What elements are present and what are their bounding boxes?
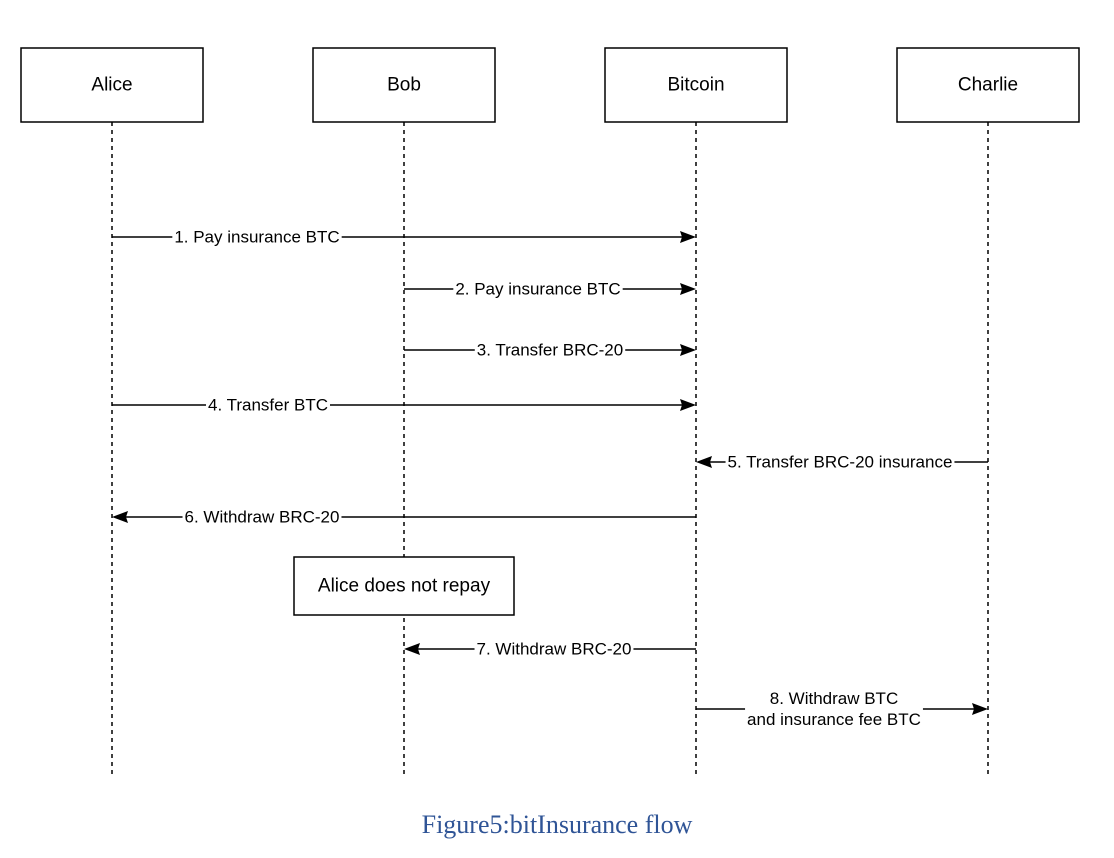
- arrowhead-icon: [404, 643, 420, 655]
- arrowhead-icon: [680, 231, 696, 243]
- lifelines: [111, 122, 989, 775]
- message-label-background: [206, 393, 330, 417]
- message-label-background: [474, 338, 626, 362]
- note-label: Alice does not repay: [318, 576, 491, 597]
- message-8: 8. Withdraw BTC and insurance fee BTC: [696, 687, 988, 731]
- message-label: 6. Withdraw BRC-20: [185, 508, 340, 527]
- arrowhead-icon: [680, 283, 696, 295]
- actor-bob: Bob: [312, 47, 496, 123]
- actor-label: Alice: [91, 75, 132, 96]
- message-label: 1. Pay insurance BTC: [174, 228, 339, 247]
- actor-label: Bitcoin: [667, 75, 724, 96]
- message-6: 6. Withdraw BRC-20: [112, 505, 696, 529]
- arrowhead-icon: [696, 456, 712, 468]
- message-label: 8. Withdraw BTC: [770, 689, 898, 708]
- message-label-background: [172, 225, 342, 249]
- actor-label: Bob: [387, 75, 421, 96]
- message-2: 2. Pay insurance BTC: [404, 277, 696, 301]
- message-label-background: [474, 637, 634, 661]
- figure-caption: Figure5:bitInsurance flow: [421, 810, 693, 839]
- actor-box: [312, 47, 496, 123]
- actor-bitcoin: Bitcoin: [604, 47, 788, 123]
- message-label-background: [182, 505, 342, 529]
- messages: 1. Pay insurance BTC 2. Pay insurance BTC…: [112, 225, 988, 731]
- message-label: 2. Pay insurance BTC: [455, 280, 620, 299]
- actor-box: [896, 47, 1080, 123]
- message-5: 5. Transfer BRC-20 insurance: [696, 450, 988, 474]
- message-label: 4. Transfer BTC: [208, 396, 328, 415]
- message-label: 3. Transfer BRC-20: [477, 341, 623, 360]
- arrowhead-icon: [680, 399, 696, 411]
- actor-alice: Alice: [20, 47, 204, 123]
- note-box: [293, 556, 515, 616]
- message-1: 1. Pay insurance BTC: [112, 225, 696, 249]
- arrowhead-icon: [680, 344, 696, 356]
- message-label-background: [725, 450, 955, 474]
- actor-box: [604, 47, 788, 123]
- message-7: 7. Withdraw BRC-20: [404, 637, 696, 661]
- message-label: and insurance fee BTC: [747, 710, 921, 729]
- actor-box: [20, 47, 204, 123]
- note: Alice does not repay: [293, 556, 515, 616]
- message-label: 5. Transfer BRC-20 insurance: [728, 453, 953, 472]
- message-label: 7. Withdraw BRC-20: [477, 640, 632, 659]
- message-4: 4. Transfer BTC: [112, 393, 696, 417]
- arrowhead-icon: [972, 703, 988, 715]
- actors: Alice Bob Bitcoin Charlie: [20, 47, 1080, 123]
- actor-label: Charlie: [958, 75, 1018, 96]
- message-label-background: [745, 687, 923, 731]
- message-3: 3. Transfer BRC-20: [404, 338, 696, 362]
- arrowhead-icon: [112, 511, 128, 523]
- actor-charlie: Charlie: [896, 47, 1080, 123]
- message-label-background: [453, 277, 623, 301]
